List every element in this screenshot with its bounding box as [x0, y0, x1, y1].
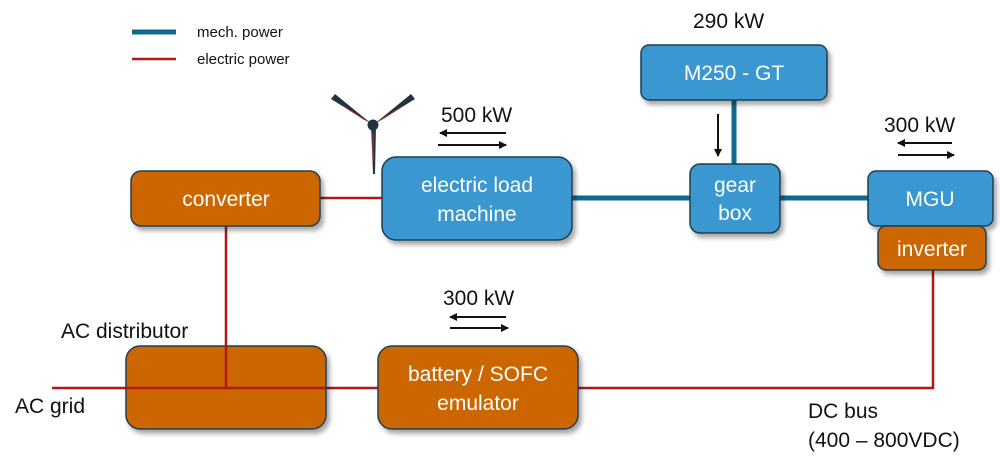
- elec-line-dc-bus: [578, 270, 935, 390]
- box-gearbox-label-1: gear: [714, 174, 756, 197]
- label-ac-distributor: AC distributor: [61, 320, 188, 343]
- legend-mech-label: mech. power: [197, 24, 283, 41]
- box-m250-gt: M250 - GT: [640, 44, 828, 101]
- box-converter-label: converter: [182, 188, 270, 211]
- box-converter: converter: [130, 170, 321, 227]
- box-electric-load-machine: electric load machine: [381, 156, 573, 241]
- box-battery-label-1: battery / SOFC: [408, 363, 548, 386]
- power-label-mgu: 300 kW: [884, 114, 955, 137]
- label-ac-grid: AC grid: [15, 395, 85, 418]
- box-gearbox-label-2: box: [718, 202, 752, 225]
- box-battery-sofc-emulator: battery / SOFC emulator: [377, 345, 579, 430]
- power-label-elm: 500 kW: [441, 104, 512, 127]
- box-inverter: inverter: [877, 225, 987, 271]
- box-mgu-label: MGU: [906, 188, 955, 211]
- label-dc-bus: DC bus: [808, 400, 878, 423]
- box-ac-distributor: [125, 345, 327, 430]
- label-dc-bus-range: (400 – 800VDC): [808, 429, 960, 452]
- power-arrows: [438, 114, 955, 332]
- power-label-gt: 290 kW: [693, 10, 764, 33]
- legend-elec-label: electric power: [197, 51, 290, 68]
- box-gt-label: M250 - GT: [684, 62, 785, 85]
- box-elm-label-1: electric load: [421, 174, 533, 197]
- legend: mech. power electric power: [132, 24, 290, 68]
- box-inverter-label: inverter: [897, 238, 967, 261]
- box-gearbox: gear box: [689, 163, 781, 234]
- box-battery-label-2: emulator: [437, 392, 519, 415]
- wind-turbine-icon: [331, 94, 415, 174]
- box-mgu: MGU: [867, 170, 994, 227]
- box-elm-label-2: machine: [437, 203, 516, 226]
- power-label-battery: 300 kW: [443, 287, 514, 310]
- mech-lines: [572, 100, 868, 201]
